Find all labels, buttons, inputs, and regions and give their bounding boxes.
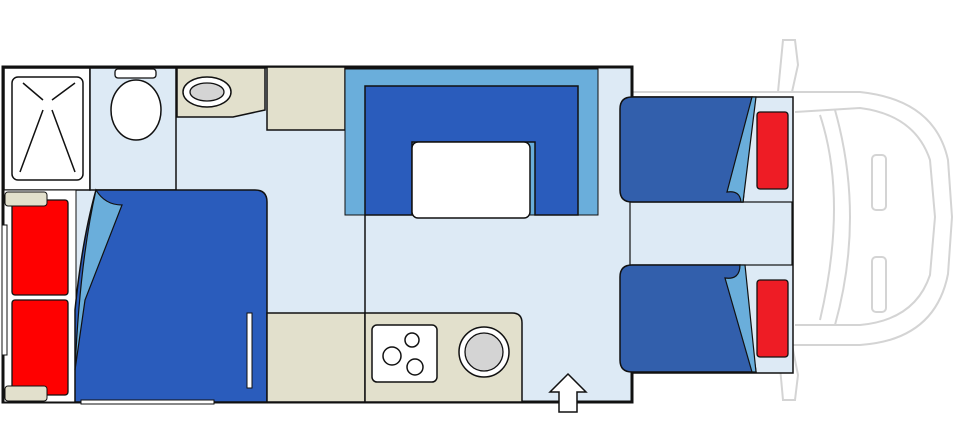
seat-cushion [11,299,69,396]
shower-tray-icon [11,76,84,181]
driver-seat-cushion [756,111,789,190]
double-bed [74,189,268,403]
driver-seat [619,96,753,203]
toilet-room [89,67,177,191]
seat-cushion [11,199,69,296]
shower [3,67,91,191]
toilet-icon [110,79,162,141]
dinette [344,68,599,313]
kitchen-counter [266,312,523,403]
passenger-seat [619,264,757,373]
passenger-seat-cushion [756,279,789,358]
rear-bedroom [1,188,268,405]
wardrobe-cabinet [266,66,346,131]
cab-seats [619,96,794,374]
entrance-arrow-icon[interactable] [548,372,588,413]
washroom-counter [176,67,266,118]
hob-icon [371,324,438,383]
dinette-table [411,141,531,219]
